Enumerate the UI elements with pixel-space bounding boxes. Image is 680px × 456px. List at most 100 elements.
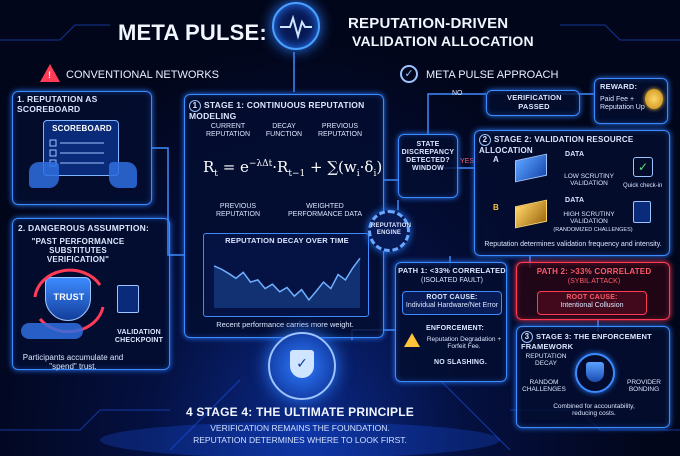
quick-check-icon: ✓ <box>633 157 653 177</box>
stage3-challenges: RANDOM CHALLENGES <box>522 379 566 394</box>
path1-root-label: ROOT CAUSE: <box>426 294 478 301</box>
server-b-icon <box>515 199 547 229</box>
label-previous-bottom: PREVIOUS REPUTATION <box>215 203 261 219</box>
verified-shield-icon: ✓ <box>290 350 314 378</box>
reward-box: REWARD: Paid Fee + Reputation Up <box>594 78 668 124</box>
clipboard-icon <box>633 201 651 223</box>
scoreboard-panel: 1. REPUTATION AS SCOREBOARD SCOREBOARD <box>12 91 152 205</box>
reputation-formula: Rt = e−λΔt·Rt−1 + ∑(wi·δi) <box>203 158 383 179</box>
title-right-line1: REPUTATION-DRIVEN <box>348 15 509 32</box>
label-weighted-data: WEIGHTED PERFORMANCE DATA <box>287 203 363 219</box>
stage3-bonding: PROVIDER BONDING <box>627 379 661 394</box>
label-previous-top: PREVIOUS REPUTATION <box>317 123 363 139</box>
caution-icon <box>404 333 420 347</box>
stage3-decay: REPUTATION DECAY <box>525 353 567 368</box>
box2-footer: Participants accumulate and "spend" trus… <box>22 353 124 372</box>
verification-passed-box: VERIFICATION PASSED <box>486 90 580 116</box>
stage1-caption: Recent performance carries more weight. <box>216 320 354 329</box>
engine-label: REPUTATION ENGINE <box>371 223 412 236</box>
no-slashing-label: NO SLASHING. <box>434 359 487 366</box>
reward-title: REWARD: <box>600 82 638 91</box>
stage4-line2: REPUTATION DETERMINES WHERE TO LOOK FIRS… <box>193 435 407 445</box>
path1-root-box: ROOT CAUSE: Individual Hardware/Net Erro… <box>402 291 502 315</box>
no-label: NO <box>452 90 463 97</box>
document-icon <box>117 285 139 313</box>
high-scrutiny-label: HIGH SCRUTINY VALIDATION <box>563 211 615 226</box>
path2-root-text: Intentional Collusion <box>560 302 624 310</box>
stage3-title-text: STAGE 3: THE ENFORCEMENT FRAMEWORK <box>521 332 652 351</box>
scoreboard-tablet: SCOREBOARD <box>43 120 119 176</box>
decision-box: STATE DISCREPANCY DETECTED? WINDOW <box>398 134 458 198</box>
box2-quote: "PAST PERFORMANCE SUBSTITUTES VERIFICATI… <box>31 237 125 265</box>
stage2-number: 2 <box>479 134 491 146</box>
enforcement-ring <box>575 353 615 393</box>
title-left: META PULSE: <box>118 20 267 45</box>
checkpoint-label: VALIDATION CHECKPOINT <box>114 329 164 345</box>
hands-icon <box>29 162 59 188</box>
scoreboard-label: SCOREBOARD <box>52 124 112 133</box>
hand-icon <box>21 323 83 339</box>
label-decay-function: DECAY FUNCTION <box>265 123 303 139</box>
path1-title: PATH 1: <33% CORRELATED <box>398 266 506 275</box>
reputation-engine-gear: REPUTATION ENGINE <box>368 210 412 252</box>
heartbeat-icon <box>280 14 312 40</box>
trust-label: TRUST <box>53 292 85 302</box>
decay-series-line <box>213 257 361 302</box>
path1-panel: PATH 1: <33% CORRELATED (ISOLATED FAULT)… <box>395 262 507 382</box>
decay-area <box>214 258 360 308</box>
conventional-header: CONVENTIONAL NETWORKS <box>66 69 219 81</box>
reward-body: Paid Fee + Reputation Up <box>600 96 645 112</box>
title-right-line2: VALIDATION ALLOCATION <box>352 33 534 49</box>
decay-chart: REPUTATION DECAY OVER TIME <box>203 233 369 317</box>
randomized-label: (RANDOMIZED CHALLENGES) <box>553 227 633 233</box>
verification-text: VERIFICATION PASSED <box>507 93 562 111</box>
path2-root-box: ROOT CAUSE: Intentional Collusion <box>537 291 647 315</box>
box1-title: 1. REPUTATION AS SCOREBOARD <box>17 94 98 114</box>
yes-label: YES <box>460 158 475 165</box>
approach-header: META PULSE APPROACH <box>426 69 559 81</box>
path2-root-label: ROOT CAUSE: <box>566 294 618 301</box>
stage4-shield-platform: ✓ <box>268 332 336 400</box>
enforcement-label: ENFORCEMENT: <box>426 325 485 332</box>
decision-text: STATE DISCREPANCY DETECTED? WINDOW <box>401 141 455 173</box>
low-scrutiny-label: LOW SCRUTINY VALIDATION <box>564 173 614 188</box>
warning-mark: ! <box>48 70 52 80</box>
data-b-label: DATA <box>565 197 585 204</box>
path-b-label: B <box>493 203 499 212</box>
shield-icon <box>586 362 604 382</box>
pulse-logo <box>272 2 320 50</box>
stage3-footer: Combined for accountability, reducing co… <box>553 403 635 418</box>
stage2-title-text: STAGE 2: VALIDATION RESOURCE ALLOCATION <box>479 135 634 155</box>
path1-sub: (ISOLATED FAULT) <box>421 277 483 284</box>
assumption-panel: 2. DANGEROUS ASSUMPTION: "PAST PERFORMAN… <box>12 218 170 372</box>
stage4-line1: VERIFICATION REMAINS THE FOUNDATION. <box>210 423 390 433</box>
path1-root-text: Individual Hardware/Net Error <box>405 302 499 310</box>
server-a-icon <box>515 153 547 183</box>
path-a-label: A <box>493 155 499 164</box>
hands-icon-right <box>109 162 137 188</box>
decay-line <box>213 257 361 308</box>
path2-title: PATH 2: >33% CORRELATED <box>536 267 652 276</box>
quick-check-label: Quick check-in <box>623 183 663 189</box>
warning-icon <box>40 64 60 82</box>
label-current-reputation: CURRENT REPUTATION <box>205 123 251 139</box>
approach-check-icon: ✓ <box>400 65 418 83</box>
path2-sub: (SYBIL ATTACK) <box>567 278 621 285</box>
decay-chart-title: REPUTATION DECAY OVER TIME <box>225 236 349 245</box>
enforcement-text: Reputation Degradation + Forfeit Fee. <box>426 336 502 351</box>
stage2-footer: Reputation determines validation frequen… <box>484 241 662 248</box>
data-a-label: DATA <box>565 151 585 158</box>
stage1-title-text: STAGE 1: CONTINUOUS REPUTATION MODELING <box>189 100 365 121</box>
stage4-title: 4 STAGE 4: THE ULTIMATE PRINCIPLE <box>186 405 414 419</box>
trust-shield-icon: TRUST <box>45 277 91 321</box>
box2-title: 2. DANGEROUS ASSUMPTION: <box>18 223 150 233</box>
coins-icon <box>645 89 663 109</box>
path2-panel: PATH 2: >33% CORRELATED (SYBIL ATTACK) R… <box>516 262 670 320</box>
